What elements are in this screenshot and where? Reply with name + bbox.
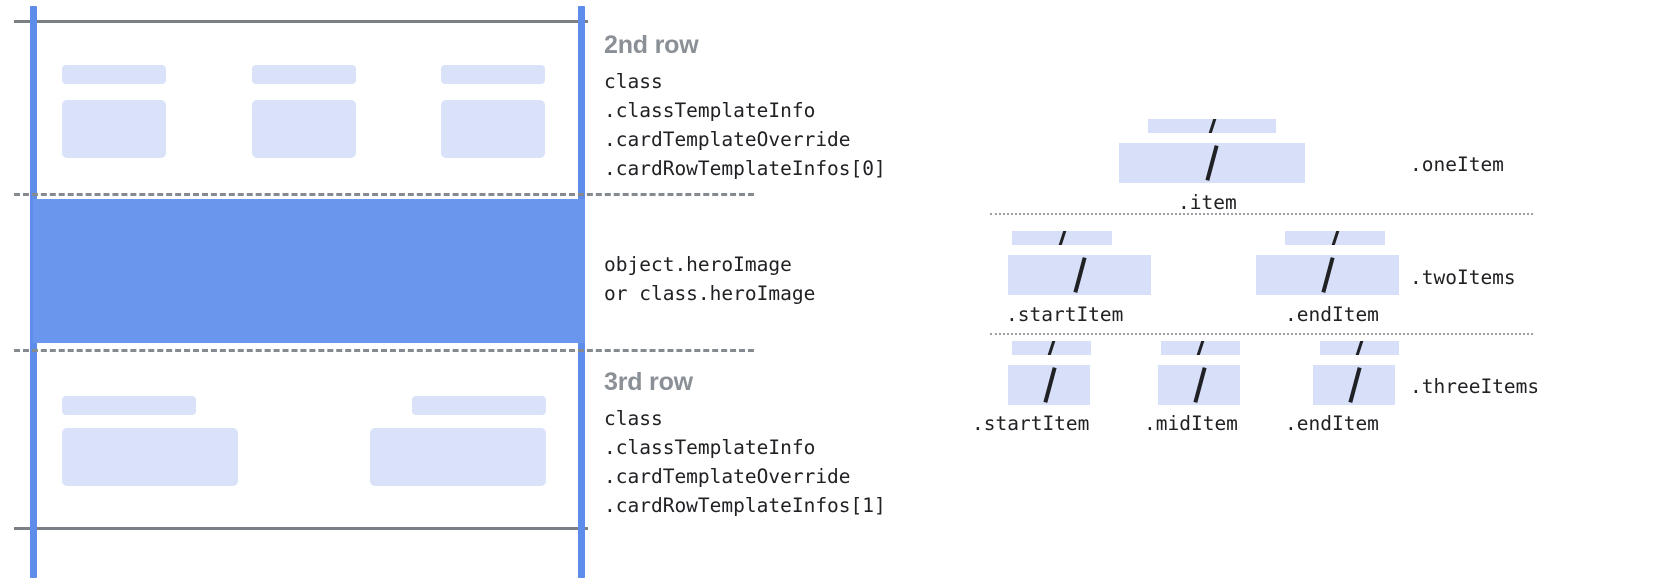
slash-icon: [1193, 367, 1207, 403]
twoitems-group-label: .twoItems: [1410, 266, 1516, 289]
threeitems-group-label: .threeItems: [1410, 375, 1540, 398]
oneitem-body-box: [1119, 143, 1305, 183]
twoitems-start-label-box: [1012, 231, 1112, 245]
row2-heading: 2nd row: [604, 31, 699, 59]
threeitems-mid-body-box: [1158, 365, 1240, 405]
item-layout-diagram: .item .oneItem .startItem .endItem .twoI…: [972, 0, 1676, 584]
row3-heading: 3rd row: [604, 368, 693, 396]
oneitem-group-label: .oneItem: [1410, 153, 1504, 176]
slash-icon: [1205, 145, 1219, 181]
twoitems-end-label-box: [1285, 231, 1385, 245]
threeitems-mid-label: .midItem: [1144, 412, 1238, 435]
card-bottom-rule: [14, 527, 588, 530]
threeitems-start-body-box: [1008, 365, 1090, 405]
slash-icon: [1195, 341, 1206, 355]
card-template-diagram: [0, 0, 754, 584]
row2-annotation: 2nd row class .classTemplateInfo .cardTe…: [604, 33, 886, 183]
row3-col2-body-chip: [370, 428, 546, 486]
hero-image-band: [33, 199, 585, 343]
oneitem-label-box: [1148, 119, 1276, 133]
twoitems-end-body-box: [1256, 255, 1399, 295]
card-dashed-separator-bottom: [14, 349, 754, 352]
slash-icon: [1207, 119, 1218, 133]
row3-annotation: 3rd row class .classTemplateInfo .cardTe…: [604, 370, 886, 520]
slash-icon: [1348, 367, 1362, 403]
card-top-rule: [14, 20, 588, 23]
threeitems-end-body-box: [1313, 365, 1395, 405]
card-dashed-separator-top: [14, 193, 754, 196]
threeitems-mid-label-box: [1161, 341, 1240, 355]
item-dotted-separator-2: [990, 333, 1533, 335]
threeitems-start-label-box: [1012, 341, 1091, 355]
oneitem-cell-label: .item: [1178, 191, 1237, 214]
slash-icon: [1321, 257, 1335, 293]
hero-code-block: object.heroImage or class.heroImage: [604, 253, 816, 305]
threeitems-start-label: .startItem: [972, 412, 1090, 435]
row2-col3-label-chip: [441, 65, 545, 84]
slash-icon: [1043, 367, 1057, 403]
twoitems-start-label: .startItem: [1006, 303, 1124, 326]
hero-annotation: object.heroImage or class.heroImage: [604, 250, 815, 308]
row3-code-block: class .classTemplateInfo .cardTemplateOv…: [604, 407, 886, 517]
row2-col2-label-chip: [252, 65, 356, 84]
threeitems-end-label-box: [1320, 341, 1399, 355]
row2-col3-body-chip: [441, 100, 545, 158]
row3-col1-label-chip: [62, 396, 196, 415]
slash-icon: [1046, 341, 1057, 355]
row3-col1-body-chip: [62, 428, 238, 486]
row2-col1-body-chip: [62, 100, 166, 158]
slash-icon: [1354, 341, 1365, 355]
slash-icon: [1057, 231, 1068, 245]
row2-col2-body-chip: [252, 100, 356, 158]
threeitems-end-label: .endItem: [1285, 412, 1379, 435]
slash-icon: [1073, 257, 1087, 293]
row3-col2-label-chip: [412, 396, 546, 415]
twoitems-start-body-box: [1008, 255, 1151, 295]
row2-code-block: class .classTemplateInfo .cardTemplateOv…: [604, 70, 886, 180]
slash-icon: [1330, 231, 1341, 245]
row2-col1-label-chip: [62, 65, 166, 84]
item-dotted-separator-1: [990, 213, 1533, 215]
twoitems-end-label: .endItem: [1285, 303, 1379, 326]
